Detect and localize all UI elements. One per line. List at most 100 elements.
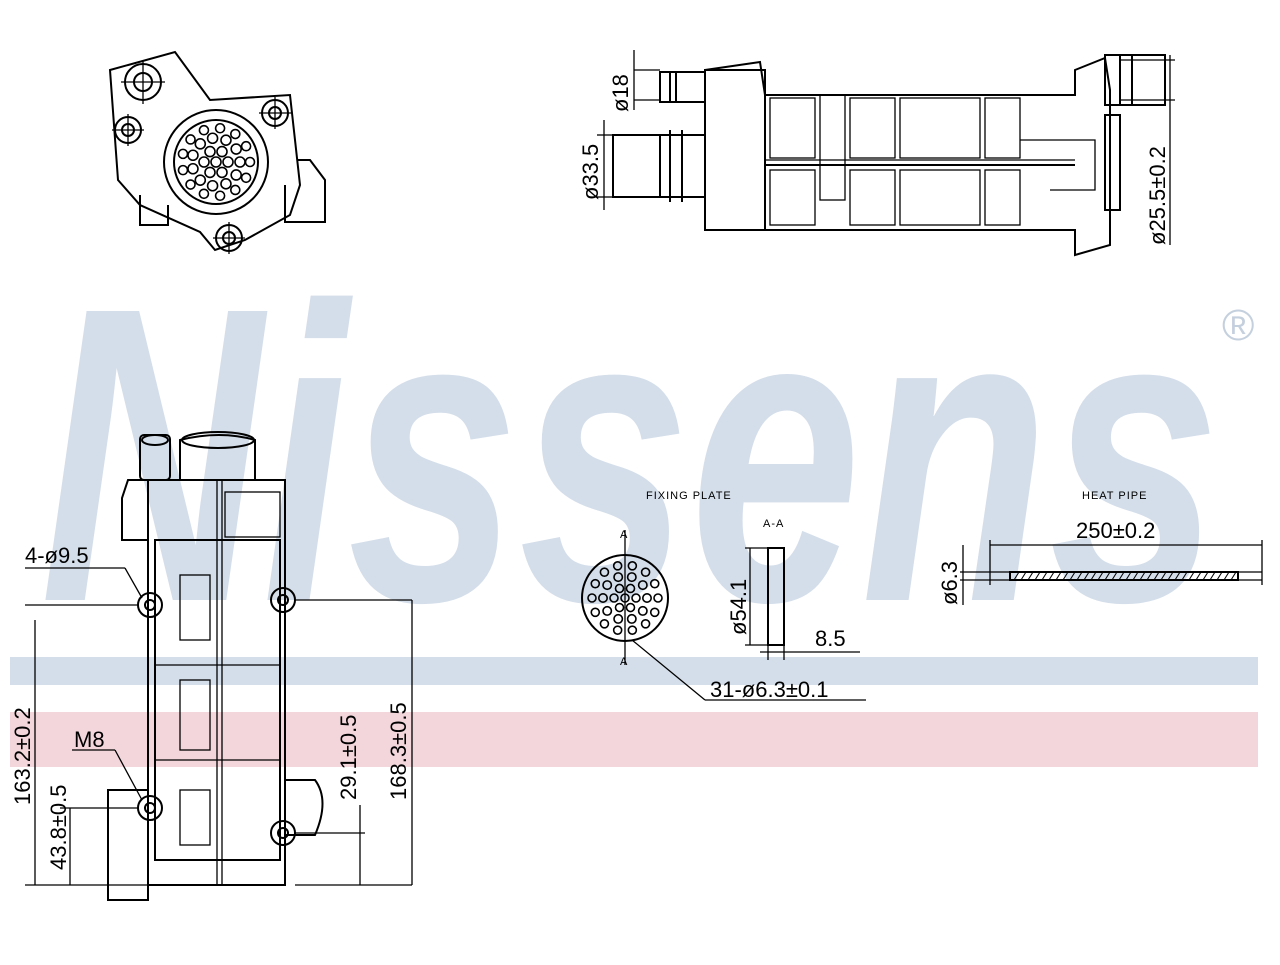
hole <box>613 572 624 583</box>
hole <box>204 145 216 158</box>
hole <box>640 619 651 629</box>
hole <box>185 179 196 190</box>
hole <box>640 567 651 577</box>
hatch-line <box>1076 571 1083 581</box>
hole <box>653 593 663 603</box>
hatch-line <box>1139 571 1146 581</box>
dim-thread: M8 <box>74 727 105 752</box>
hatch-line <box>1090 571 1097 581</box>
hatch-line <box>1118 571 1125 581</box>
hole <box>597 592 608 603</box>
dim-holes: 4-ø9.5 <box>25 543 89 568</box>
brand-watermark: Nissens ® <box>10 221 1258 767</box>
dim-plate-holes: 31-ø6.3±0.1 <box>710 677 828 702</box>
hatch-line <box>1174 571 1181 581</box>
hatch-line <box>1188 571 1195 581</box>
hole <box>206 132 219 145</box>
dim-heat-pipe-length: 250±0.2 <box>1076 518 1155 543</box>
hole <box>602 605 613 616</box>
hatch-line <box>1160 571 1167 581</box>
hole <box>626 572 637 583</box>
hole <box>198 124 210 136</box>
hole <box>599 619 610 629</box>
hole <box>216 145 228 158</box>
hole <box>649 578 660 589</box>
hole <box>612 561 623 571</box>
hole <box>590 607 601 618</box>
hole <box>220 178 232 190</box>
hatch-line <box>1013 571 1020 581</box>
hatch-line <box>1125 571 1132 581</box>
dim-d25-5: ø25.5±0.2 <box>1145 146 1170 245</box>
hatch-line <box>1020 571 1027 581</box>
hole <box>609 593 619 603</box>
hatch-line <box>1132 571 1139 581</box>
hole <box>613 613 624 624</box>
hole <box>187 162 199 175</box>
hole <box>637 580 648 591</box>
hole <box>637 605 648 616</box>
flange-hole-pattern <box>177 122 256 202</box>
hole <box>198 188 210 200</box>
hole <box>627 625 638 635</box>
hole <box>649 607 660 618</box>
hatch-line <box>1223 571 1230 581</box>
hole <box>627 561 638 571</box>
registered-mark: ® <box>1222 301 1254 350</box>
hole <box>625 602 636 613</box>
hole <box>625 583 636 594</box>
hole <box>214 190 226 202</box>
hole <box>234 156 246 168</box>
hole <box>216 166 228 179</box>
hatch-line <box>1097 571 1104 581</box>
cooler-side-view: ø18 ø33.5 ø25.5±0.2 <box>578 50 1175 257</box>
hatch-line <box>1111 571 1118 581</box>
hatch-line <box>1209 571 1216 581</box>
fixing-plate-view: FIXING PLATE A A A-A ø54.1 8.5 31-ø6.3±0… <box>581 490 866 702</box>
hole <box>198 156 210 168</box>
hatch-line <box>1104 571 1111 581</box>
hole <box>587 593 597 603</box>
pink-stripe <box>10 712 1258 767</box>
hatch-line <box>1195 571 1202 581</box>
hatch-line <box>1048 571 1055 581</box>
hole <box>206 179 219 192</box>
dim-163-2: 163.2±0.2 <box>10 707 35 805</box>
hatch-line <box>1055 571 1062 581</box>
hole <box>185 134 196 145</box>
plate-hole-pattern <box>587 561 663 635</box>
hole <box>177 148 189 160</box>
dim-43-8: 43.8±0.5 <box>46 785 71 870</box>
hatch-line <box>1034 571 1041 581</box>
dim-heat-pipe-diameter: ø6.3 <box>937 561 962 605</box>
hatch-line <box>1167 571 1174 581</box>
hatch-line <box>1153 571 1160 581</box>
heat-pipe-view: HEAT PIPE 250±0.2 ø6.3 <box>937 490 1263 605</box>
hatch-line <box>1027 571 1034 581</box>
hatch-line <box>1202 571 1209 581</box>
hatch-line <box>1069 571 1076 581</box>
hole <box>614 602 625 613</box>
hatch-line <box>1083 571 1090 581</box>
hatch-line <box>1230 571 1237 581</box>
heat-pipe-hatch <box>1013 571 1237 581</box>
hole <box>230 143 242 155</box>
hole <box>641 592 652 603</box>
dim-168-3: 168.3±0.5 <box>386 702 411 800</box>
hole <box>240 140 252 152</box>
hole <box>612 625 623 635</box>
hole <box>222 156 234 168</box>
hatch-line <box>1041 571 1048 581</box>
dim-29-1: 29.1±0.5 <box>336 715 361 800</box>
dim-8-5: 8.5 <box>815 626 846 651</box>
hole <box>230 169 242 181</box>
dim-d33-5: ø33.5 <box>578 144 603 200</box>
hole <box>194 138 207 150</box>
section-mark-bottom: A <box>620 656 628 668</box>
hole <box>590 578 601 589</box>
hole <box>602 580 613 591</box>
hole <box>626 613 637 624</box>
hatch-line <box>1216 571 1223 581</box>
hole <box>599 567 610 577</box>
